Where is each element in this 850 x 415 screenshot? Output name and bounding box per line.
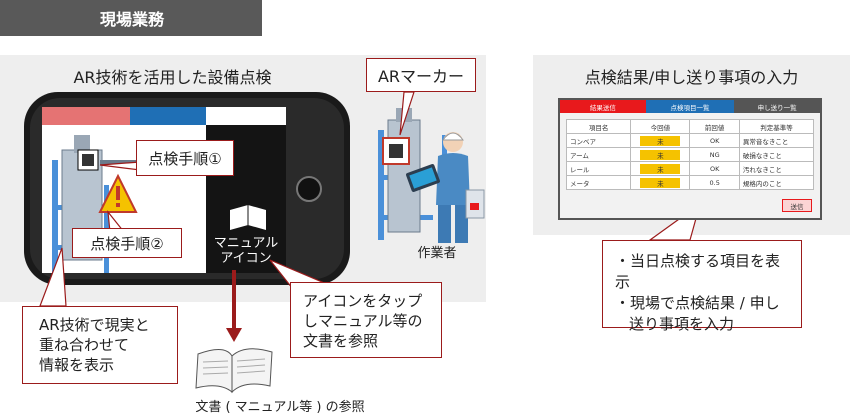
current-value-cell[interactable]: 未 [640, 177, 681, 188]
right-panel-title: 点検結果/申し送り事項の入力 [584, 68, 799, 87]
worker-caption: 作業者 [417, 246, 457, 261]
step2-callout: 点検手順② [72, 228, 182, 258]
inspection-table: 項目名 今回値 前回値 判定基準等 コンベア 未 OK 異常音なきこと アーム … [565, 119, 815, 190]
left-panel-title: AR技術を活用した設備点検 [73, 68, 272, 87]
down-arrow [232, 270, 236, 330]
table-row: アーム 未 NG 破損なきこと [565, 147, 815, 162]
home-button-icon [296, 176, 322, 202]
current-value-cell[interactable]: 未 [640, 163, 681, 174]
col-previous: 前回値 [689, 119, 740, 134]
document-book-icon [195, 348, 273, 394]
table-row: メータ 未 0.5 規格内のこと [565, 175, 815, 190]
send-button[interactable]: 送信 [782, 199, 812, 212]
section-title: 現場業務 [100, 10, 165, 29]
inspection-screen: 結果送信 点検項目一覧 申し送り一覧 項目名 今回値 前回値 判定基準等 コンベ… [558, 98, 822, 220]
tab-handover-list[interactable]: 申し送り一覧 [734, 100, 820, 113]
table-header-row: 項目名 今回値 前回値 判定基準等 [565, 119, 815, 134]
tab-inspection-items[interactable]: 点検項目一覧 [645, 100, 735, 113]
step1-callout: 点検手順① [136, 140, 234, 176]
col-current: 今回値 [630, 119, 691, 134]
worker-figure [406, 132, 470, 243]
ar-note: AR技術で現実と 重ね合わせて 情報を表示 [22, 306, 178, 384]
icon-note: アイコンをタップ しマニュアル等の 文書を参照 [290, 282, 442, 358]
current-value-cell[interactable]: 未 [640, 149, 681, 160]
ar-marker-callout: ARマーカー [366, 58, 476, 92]
manual-book-icon [230, 205, 266, 230]
table-row: コンベア 未 OK 異常音なきこと [565, 133, 815, 148]
right-note: ・当日点検する項目を表示 ・現場で点検結果 / 申し 送り事項を入力 [602, 240, 802, 333]
col-item: 項目名 [565, 119, 632, 134]
col-criteria: 判定基準等 [738, 119, 815, 134]
current-value-cell[interactable]: 未 [640, 135, 681, 146]
tab-send-result[interactable]: 結果送信 [560, 100, 646, 113]
manual-icon-label[interactable]: マニュアル アイコン [213, 236, 279, 266]
document-caption: 文書 ( マニュアル等 ) の参照 [195, 400, 365, 415]
table-row: レール 未 OK 汚れなきこと [565, 161, 815, 176]
section-tag: 現場業務 [0, 0, 262, 36]
